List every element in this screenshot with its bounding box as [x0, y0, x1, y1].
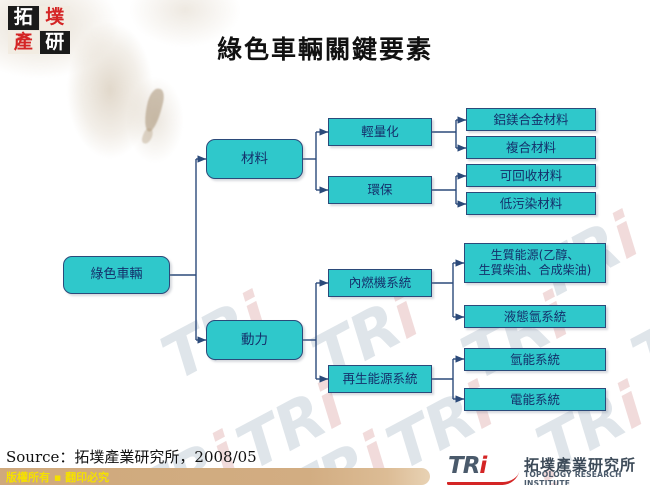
leaf-biomass-energy[interactable]: 生質能源(乙醇、 生質柴油、合成柴油)	[464, 243, 606, 283]
node-branch-power[interactable]: 動力	[206, 320, 303, 360]
tri-brand-english: TOPOLOGY RESEARCH INSTITUTE	[524, 470, 622, 485]
leaf-biomass-energy-line1: 生質能源(乙醇、	[490, 248, 580, 262]
leaf-recyclable-material[interactable]: 可回收材料	[466, 164, 596, 187]
source-caption: Source：拓墣產業研究所，2008/05	[6, 448, 257, 466]
leaf-electric-energy-system[interactable]: 電能系統	[464, 388, 606, 411]
tri-corner-logo: 拓 墣 產 研	[8, 6, 70, 54]
tri-wordmark: TRi	[448, 453, 487, 479]
leaf-liquid-hydrogen-system[interactable]: 液態氫系統	[464, 305, 606, 328]
node-ice-system[interactable]: 內燃機系統	[328, 269, 432, 297]
tri-footer-logo: TRi 拓墣產業研究所 TOPOLOGY RESEARCH INSTITUTE	[446, 453, 646, 485]
node-renewable-system[interactable]: 再生能源系統	[328, 365, 432, 393]
tri-wordmark-tr: TR	[448, 453, 480, 479]
leaf-al-mg-alloy[interactable]: 鋁鎂合金材料	[466, 108, 596, 131]
leaf-low-pollution-material[interactable]: 低污染材料	[466, 192, 596, 215]
node-environmental[interactable]: 環保	[328, 176, 432, 204]
leaf-hydrogen-energy-system[interactable]: 氫能系統	[464, 348, 606, 371]
leaf-biomass-energy-line2: 生質柴油、合成柴油)	[478, 263, 592, 277]
tri-wordmark-i: i	[479, 453, 487, 479]
tri-swoosh-icon	[446, 471, 520, 485]
node-root[interactable]: 綠色車輛	[63, 256, 170, 294]
page-title: 綠色車輛關鍵要素	[216, 35, 433, 64]
logo-char-4: 研	[39, 30, 70, 54]
copyright-text: 版權所有 ▪ 翻印必究	[6, 471, 110, 484]
leaf-composite-material[interactable]: 複合材料	[466, 136, 596, 159]
copyright-bar	[0, 468, 430, 485]
logo-char-2: 墣	[39, 6, 70, 30]
logo-char-1: 拓	[8, 6, 39, 30]
node-branch-materials[interactable]: 材料	[206, 139, 303, 179]
node-lightweight[interactable]: 輕量化	[328, 118, 432, 146]
logo-char-3: 產	[8, 30, 39, 54]
tri-brand-chinese: 拓墣產業研究所	[524, 456, 637, 474]
